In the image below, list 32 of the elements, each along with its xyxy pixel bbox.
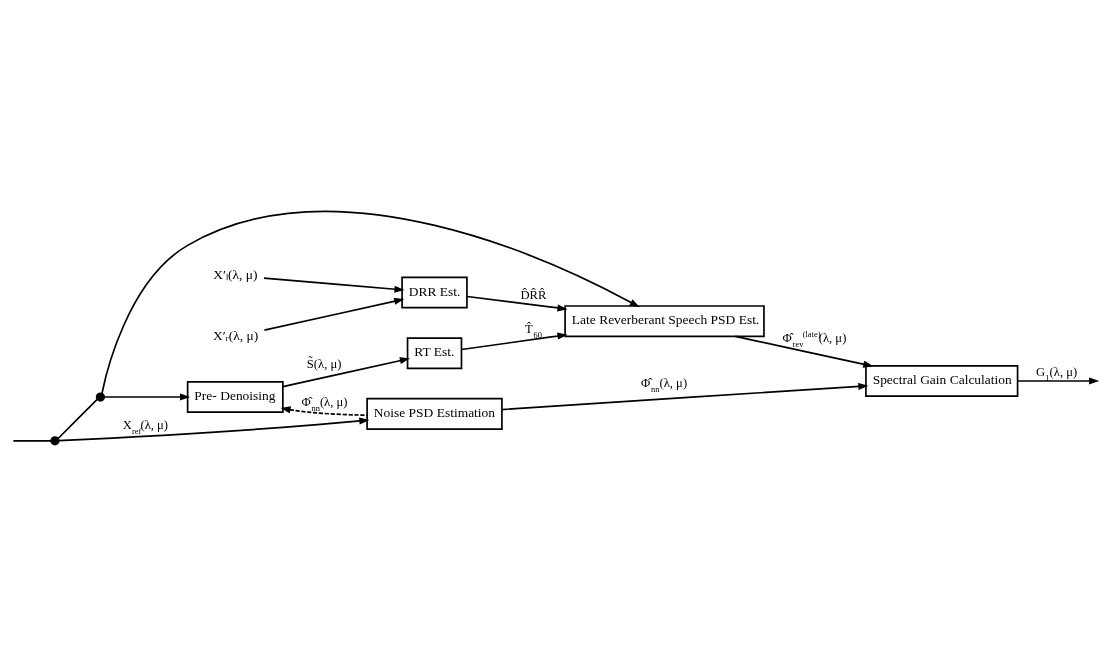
node-box: Pre- Denoising xyxy=(186,380,284,413)
node-box: DRR Est. xyxy=(401,276,468,309)
node-box: Spectral Gain Calculation xyxy=(865,364,1019,397)
arrow xyxy=(280,405,368,416)
arrow xyxy=(282,356,410,387)
arrow xyxy=(466,295,568,311)
edge-label: D̂R̂R̂ xyxy=(520,287,547,302)
arrow xyxy=(501,382,869,410)
node-box: RT Est. xyxy=(406,336,463,369)
arrow xyxy=(103,392,191,401)
edge-label: Φ̂$_{nn}$(λ, μ) xyxy=(640,375,688,394)
connector xyxy=(57,398,99,439)
edge-label: T̂$_{60}$ xyxy=(525,321,542,340)
arrow xyxy=(101,210,640,394)
node-text: X′ᵣ(λ, μ) xyxy=(212,327,259,343)
arrow xyxy=(263,297,405,331)
node-circle xyxy=(95,391,106,402)
edge-label: X$_{ref}$(λ, μ) xyxy=(122,417,169,436)
edge-label: G$_{1}$(λ, μ) xyxy=(1036,364,1078,383)
arrow xyxy=(460,332,568,350)
node-text: X′ₗ(λ, μ) xyxy=(213,266,258,282)
connector xyxy=(12,439,52,442)
node-box: Late Reverberant Speech PSD Est. xyxy=(564,304,765,337)
edge-label: S̃(λ, μ) xyxy=(306,356,342,371)
node-circle xyxy=(50,435,60,445)
arrow xyxy=(57,416,370,442)
arrow xyxy=(263,276,405,293)
arrow xyxy=(734,335,874,368)
edge-label: Φ̂$_{nn}$(λ, μ) xyxy=(301,394,348,413)
edge-label: Φ̂$_{rev}$$^{(late)}$(λ, μ) xyxy=(782,328,847,349)
node-box: Noise PSD Estimation xyxy=(366,397,503,430)
arrow xyxy=(1016,376,1100,385)
